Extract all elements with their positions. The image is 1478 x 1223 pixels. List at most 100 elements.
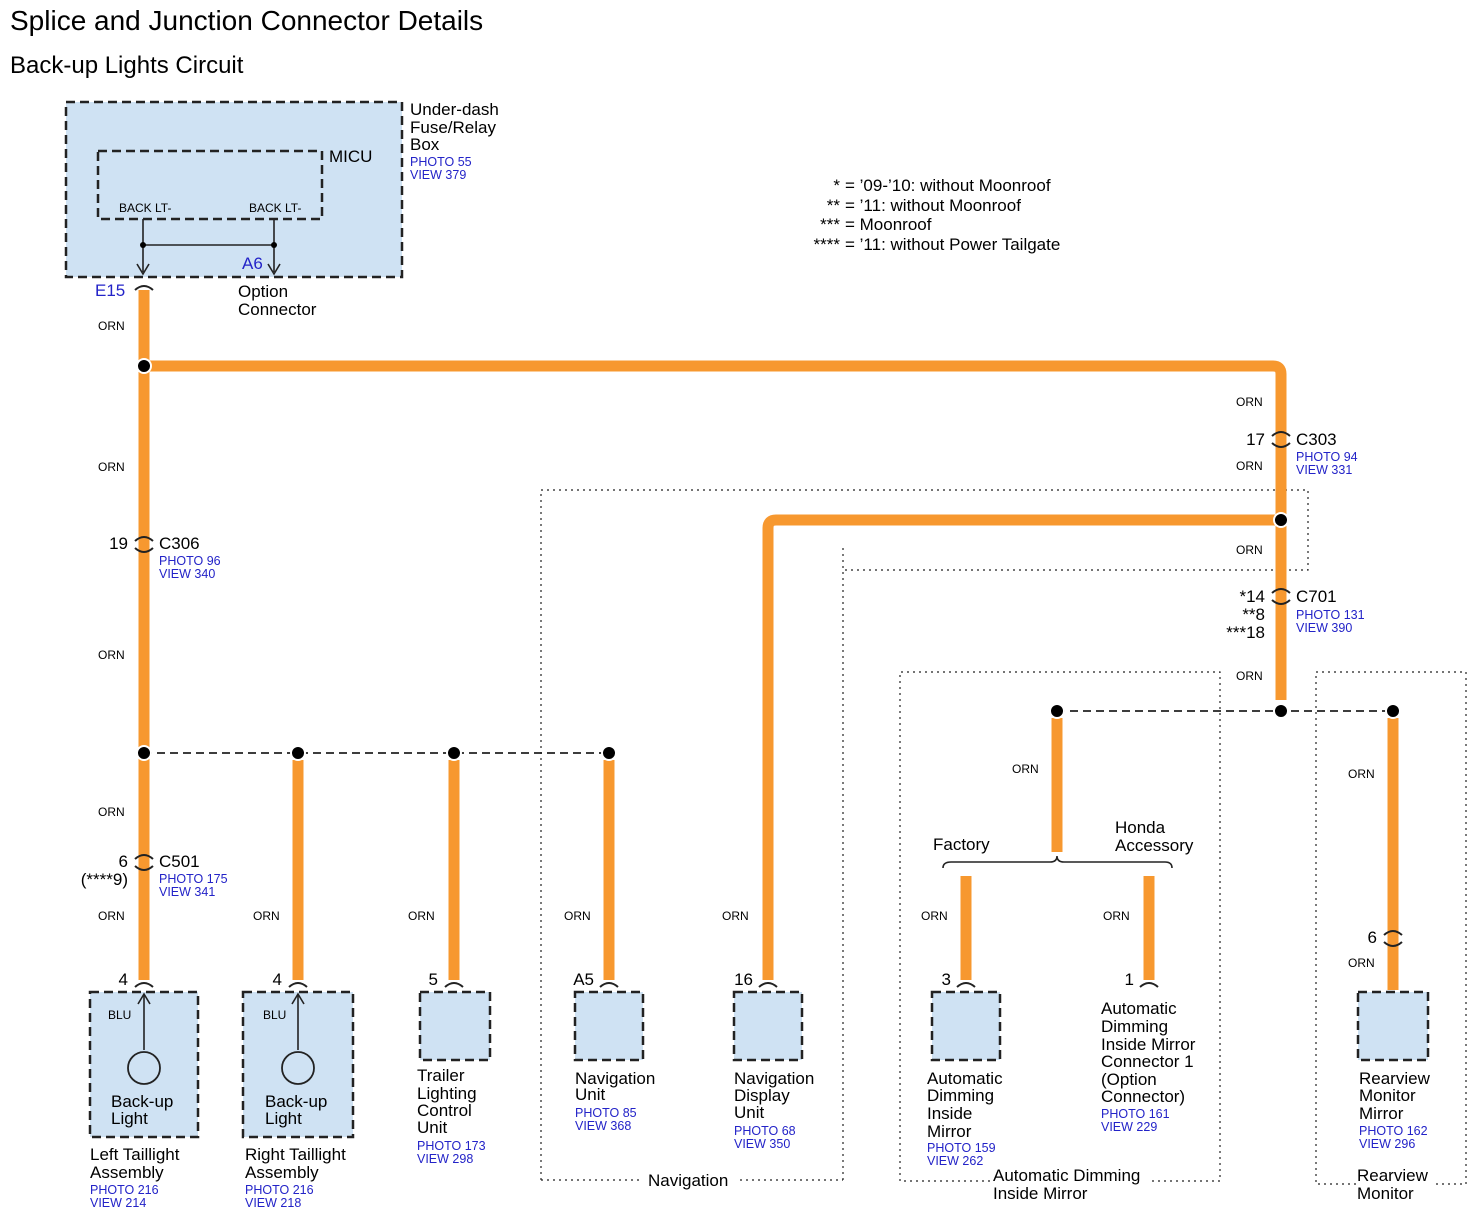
right-taillight-name-2: Assembly bbox=[245, 1163, 319, 1182]
trailer-pin: 5 bbox=[429, 970, 438, 989]
nav-unit-view: VIEW 368 bbox=[575, 1119, 631, 1133]
mirror-accessory-view: VIEW 229 bbox=[1101, 1120, 1157, 1134]
option-connector-1: Option bbox=[238, 282, 288, 301]
left-taillight-name-2: Assembly bbox=[90, 1163, 164, 1182]
note-mark-2: ** bbox=[827, 196, 841, 215]
wire-label: ORN bbox=[1012, 762, 1039, 776]
nav-display-name-2: Display bbox=[734, 1086, 790, 1105]
wire-label: ORN bbox=[564, 909, 591, 923]
right-taillight-inner-2: Light bbox=[265, 1109, 302, 1128]
nav-display-name-3: Unit bbox=[734, 1103, 765, 1122]
c306-view: VIEW 340 bbox=[159, 567, 215, 581]
auto-dimming-mirror bbox=[930, 990, 1002, 1062]
c303-photo: PHOTO 94 bbox=[1296, 450, 1358, 464]
fuse-box-name-3: Box bbox=[410, 135, 440, 154]
wire-label: ORN bbox=[253, 909, 280, 923]
wire-label: ORN bbox=[98, 319, 125, 333]
trailer-view: VIEW 298 bbox=[417, 1152, 473, 1166]
navigation-group bbox=[540, 489, 1309, 1181]
note-text-3: = Moonroof bbox=[845, 215, 932, 234]
group-navigation-label: Navigation bbox=[648, 1171, 728, 1190]
rearview-view: VIEW 296 bbox=[1359, 1137, 1415, 1151]
navigation-unit bbox=[573, 990, 645, 1062]
option-connector-2: Connector bbox=[238, 300, 317, 319]
c501-name: C501 bbox=[159, 852, 200, 871]
branch-bracket bbox=[942, 855, 1173, 869]
wire-label: ORN bbox=[1348, 767, 1375, 781]
c306-pin: 19 bbox=[109, 534, 128, 553]
wire-label: ORN bbox=[98, 648, 125, 662]
c701-view: VIEW 390 bbox=[1296, 621, 1352, 635]
mirror-accessory-name-5: (Option bbox=[1101, 1070, 1157, 1089]
left-taillight-name-1: Left Taillight bbox=[90, 1145, 180, 1164]
left-taillight-photo: PHOTO 216 bbox=[90, 1183, 159, 1197]
left-taillight-assembly bbox=[88, 990, 200, 1139]
connector-symbols bbox=[134, 285, 1403, 988]
c303-view: VIEW 331 bbox=[1296, 463, 1352, 477]
nav-unit-photo: PHOTO 85 bbox=[575, 1106, 637, 1120]
trailer-lighting-control-unit bbox=[418, 990, 492, 1062]
trailer-name-3: Control bbox=[417, 1101, 472, 1120]
terminal-e15: E15 bbox=[95, 281, 125, 300]
group-mirror-label-2: Inside Mirror bbox=[993, 1184, 1088, 1203]
mirror-accessory-photo: PHOTO 161 bbox=[1101, 1107, 1170, 1121]
mirror-factory-name-4: Mirror bbox=[927, 1122, 972, 1141]
c501-pin: 6 bbox=[119, 852, 128, 871]
wires bbox=[138, 290, 1399, 990]
wire-label: ORN bbox=[408, 909, 435, 923]
wire-label: ORN bbox=[98, 909, 125, 923]
nav-display-name-1: Navigation bbox=[734, 1069, 814, 1088]
right-taillight-assembly bbox=[241, 990, 355, 1139]
trailer-name-1: Trailer bbox=[417, 1066, 465, 1085]
rearview-group bbox=[1315, 671, 1467, 1185]
fuse-box-view: VIEW 379 bbox=[410, 168, 466, 182]
right-taillight-pin: 4 bbox=[273, 970, 282, 989]
right-taillight-wire: BLU bbox=[263, 1008, 286, 1022]
c701-pin-1: *14 bbox=[1239, 587, 1265, 606]
wire-label: ORN bbox=[921, 909, 948, 923]
right-taillight-photo: PHOTO 216 bbox=[245, 1183, 314, 1197]
right-taillight-name-1: Right Taillight bbox=[245, 1145, 346, 1164]
right-taillight-inner-1: Back-up bbox=[265, 1092, 327, 1111]
c303-pin: 17 bbox=[1246, 430, 1265, 449]
left-taillight-inner-1: Back-up bbox=[111, 1092, 173, 1111]
group-rearview-label-1: Rearview bbox=[1357, 1166, 1429, 1185]
c701-pin-2: **8 bbox=[1242, 605, 1265, 624]
micu-pin-left: BACK LT- bbox=[119, 201, 171, 215]
group-rearview-label-2: Monitor bbox=[1357, 1184, 1414, 1203]
rearview-pin: 6 bbox=[1368, 928, 1377, 947]
wire-label: ORN bbox=[1236, 395, 1263, 409]
rearview-monitor-mirror bbox=[1356, 990, 1430, 1062]
page-title: Splice and Junction Connector Details bbox=[10, 5, 483, 36]
mirror-accessory-name-1: Automatic bbox=[1101, 999, 1177, 1018]
mirror-accessory-name-4: Connector 1 bbox=[1101, 1052, 1194, 1071]
c701-name: C701 bbox=[1296, 587, 1337, 606]
fuse-box-name-1: Under-dash bbox=[410, 100, 499, 119]
splice-points bbox=[136, 358, 1401, 761]
rearview-name-2: Monitor bbox=[1359, 1086, 1416, 1105]
note-text-1: = ’09-’10: without Moonroof bbox=[845, 176, 1051, 195]
c303-name: C303 bbox=[1296, 430, 1337, 449]
fuse-relay-box: BACK LT- BACK LT- bbox=[64, 100, 404, 279]
c701-pin-3: ***18 bbox=[1226, 623, 1265, 642]
wire-label: ORN bbox=[1236, 543, 1263, 557]
rearview-name-3: Mirror bbox=[1359, 1104, 1404, 1123]
branch-honda-2: Accessory bbox=[1115, 836, 1194, 855]
note-mark-1: * bbox=[833, 176, 840, 195]
group-mirror-label-1: Automatic Dimming bbox=[993, 1166, 1140, 1185]
branch-honda-1: Honda bbox=[1115, 818, 1166, 837]
mirror-accessory-name-3: Inside Mirror bbox=[1101, 1035, 1196, 1054]
wire-label: ORN bbox=[722, 909, 749, 923]
trailer-name-2: Lighting bbox=[417, 1084, 477, 1103]
navigation-display-unit bbox=[732, 990, 804, 1062]
mirror-factory-view: VIEW 262 bbox=[927, 1154, 983, 1168]
nav-display-photo: PHOTO 68 bbox=[734, 1124, 796, 1138]
left-taillight-view: VIEW 214 bbox=[90, 1196, 146, 1210]
wire-label: ORN bbox=[1103, 909, 1130, 923]
rearview-name-1: Rearview bbox=[1359, 1069, 1431, 1088]
c501-photo: PHOTO 175 bbox=[159, 872, 228, 886]
trailer-photo: PHOTO 173 bbox=[417, 1139, 486, 1153]
mirror-factory-photo: PHOTO 159 bbox=[927, 1141, 996, 1155]
note-text-2: = ’11: without Moonroof bbox=[845, 196, 1021, 215]
